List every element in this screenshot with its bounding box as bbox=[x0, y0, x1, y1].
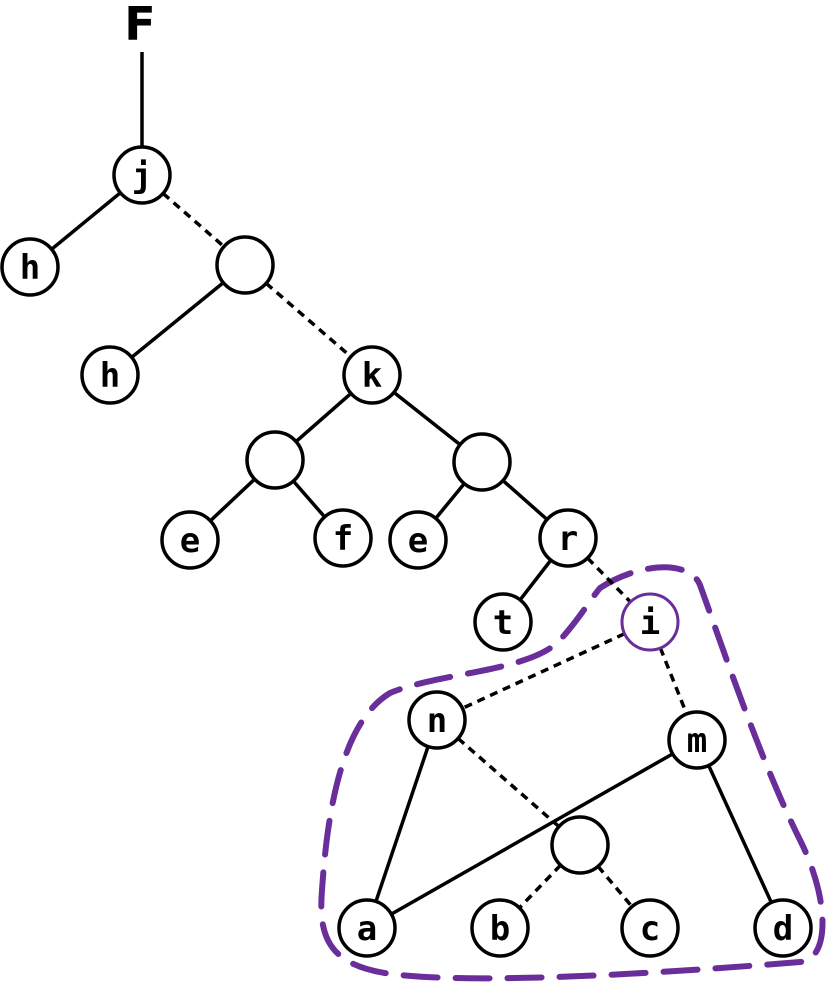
node-circle bbox=[407, 690, 467, 750]
edge-m-a bbox=[366, 738, 698, 930]
node-t: t bbox=[473, 592, 533, 652]
node-a: a bbox=[337, 898, 397, 958]
node-d: d bbox=[753, 898, 813, 958]
node-label: i bbox=[640, 603, 660, 643]
node-label: a bbox=[357, 909, 377, 949]
edge-n-u4 bbox=[435, 718, 582, 847]
node-circle bbox=[337, 898, 397, 958]
node-label: d bbox=[773, 909, 793, 949]
node-circle bbox=[0, 237, 60, 297]
node-label: h bbox=[100, 356, 120, 396]
node-circle bbox=[538, 508, 598, 568]
node-e2: e bbox=[388, 510, 448, 570]
node-label: h bbox=[20, 248, 40, 288]
node-i: i bbox=[620, 592, 680, 652]
edge-m-d bbox=[695, 739, 785, 929]
node-label: t bbox=[493, 603, 513, 643]
node-f: f bbox=[313, 508, 373, 568]
node-circle bbox=[313, 508, 373, 568]
node-k: k bbox=[342, 345, 402, 405]
node-circle bbox=[667, 710, 727, 770]
node-e1: e bbox=[160, 510, 220, 570]
node-label: k bbox=[362, 356, 382, 396]
node-u4 bbox=[550, 815, 610, 875]
node-circle bbox=[550, 815, 610, 875]
node-label: e bbox=[408, 521, 428, 561]
node-circle bbox=[452, 432, 512, 492]
node-circle bbox=[342, 345, 402, 405]
node-u3 bbox=[452, 432, 512, 492]
node-circle bbox=[620, 592, 680, 652]
edge-n-a bbox=[365, 719, 439, 929]
node-label: n bbox=[427, 701, 447, 741]
node-circle bbox=[215, 235, 275, 295]
node-h1: h bbox=[0, 237, 60, 297]
node-circle bbox=[620, 898, 680, 958]
node-b: b bbox=[470, 898, 530, 958]
node-circle bbox=[245, 430, 305, 490]
nodes-layer: j h h k e f e r t i n m a b c d bbox=[0, 145, 813, 958]
node-label: r bbox=[558, 519, 578, 559]
node-h2: h bbox=[80, 345, 140, 405]
node-r: r bbox=[538, 508, 598, 568]
root-label: F bbox=[124, 0, 155, 51]
node-circle bbox=[80, 345, 140, 405]
node-label: m bbox=[687, 721, 707, 761]
node-label: b bbox=[490, 909, 510, 949]
highlighted-subtree-region bbox=[318, 564, 826, 982]
node-circle bbox=[112, 145, 172, 205]
node-label: e bbox=[180, 521, 200, 561]
node-label: c bbox=[640, 909, 660, 949]
node-circle bbox=[470, 898, 530, 958]
node-c: c bbox=[620, 898, 680, 958]
node-circle bbox=[753, 898, 813, 958]
node-m: m bbox=[667, 710, 727, 770]
node-circle bbox=[473, 592, 533, 652]
edge-i-n bbox=[436, 620, 651, 722]
node-circle bbox=[160, 510, 220, 570]
node-n: n bbox=[407, 690, 467, 750]
node-circle bbox=[388, 510, 448, 570]
node-u1 bbox=[215, 235, 275, 295]
node-label: f bbox=[333, 519, 353, 559]
node-j: j bbox=[112, 145, 172, 205]
node-u2 bbox=[245, 430, 305, 490]
node-label: j bbox=[132, 156, 152, 196]
